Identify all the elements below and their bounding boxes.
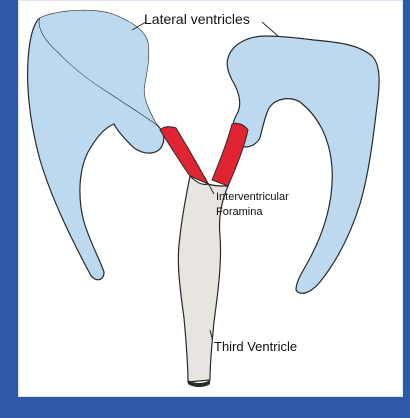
label-foramina: Foramina: [216, 206, 263, 218]
right-interventricular-foramen: [212, 123, 248, 186]
left-interventricular-foramen: [160, 127, 208, 184]
label-lateral-ventricles: Lateral ventricles: [144, 11, 250, 27]
lateral-ventricles-leader-right: [262, 22, 278, 36]
label-interventricular: Interventricular: [216, 191, 289, 203]
label-third-ventricle: Third Ventricle: [214, 339, 297, 354]
right-lateral-ventricle: [227, 36, 379, 293]
